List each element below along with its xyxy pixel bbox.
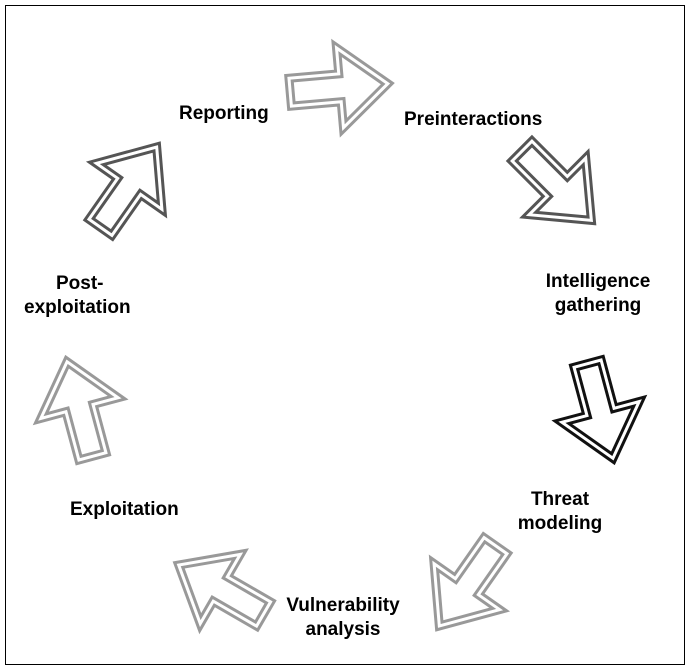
arrow-vulnerability-to-exploitation-icon <box>172 548 277 635</box>
arrow-exploitation-to-post-icon <box>32 354 129 466</box>
label-reporting: Reporting <box>179 103 269 124</box>
label-post-line2: exploitation <box>24 297 131 318</box>
arrow-preinteractions-to-intelligence-icon <box>505 134 597 226</box>
arrow-threat-to-vulnerability-icon <box>428 531 514 632</box>
arrow-post-to-reporting-icon <box>82 141 168 242</box>
label-preinteractions: Preinteractions <box>404 109 543 130</box>
label-threat-modeling: Threat modeling <box>500 488 620 536</box>
label-post-exploitation: Post- exploitation <box>24 272 131 320</box>
arrow-reporting-to-preinteractions-icon <box>284 38 395 138</box>
label-exploitation: Exploitation <box>70 499 179 520</box>
label-vulnerability-line1: Vulnerability <box>286 595 400 616</box>
label-threat-line1: Threat <box>530 489 590 510</box>
label-post-line1: Post- <box>56 273 104 294</box>
label-vulnerability-analysis: Vulnerability analysis <box>276 594 410 642</box>
arrow-intelligence-to-threat-icon <box>551 354 648 466</box>
label-vulnerability-line2: analysis <box>305 619 381 640</box>
label-intelligence-line2: gathering <box>554 295 642 316</box>
label-threat-line2: modeling <box>517 513 603 534</box>
label-intelligence-line1: Intelligence <box>545 271 651 292</box>
label-intelligence-gathering: Intelligence gathering <box>536 270 660 318</box>
